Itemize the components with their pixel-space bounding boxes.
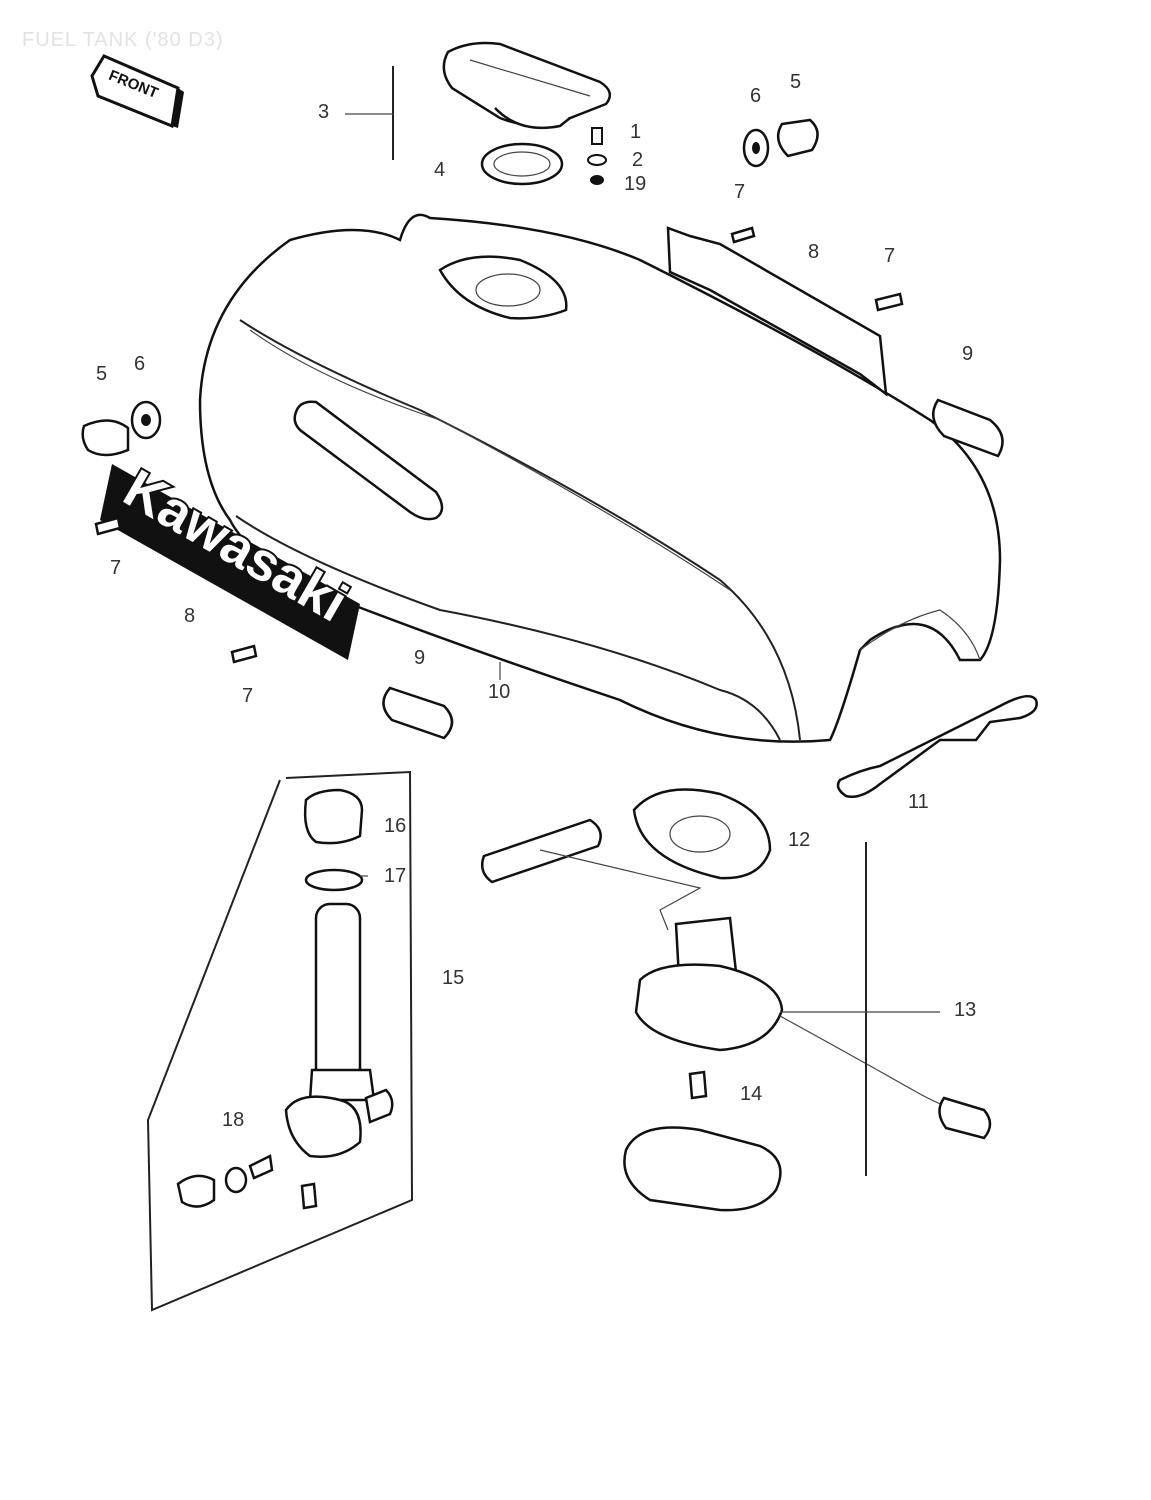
tank-cushion-9-right bbox=[931, 398, 1004, 458]
fuel-cap bbox=[442, 41, 612, 130]
callout-15: 15 bbox=[442, 967, 464, 989]
callout-4: 4 bbox=[434, 159, 445, 181]
callout-5-left: 5 bbox=[96, 363, 107, 385]
callout-10: 10 bbox=[488, 681, 510, 703]
screw-7-left-b bbox=[230, 644, 258, 664]
fuel-cock-assembly bbox=[176, 788, 394, 1210]
fuel-gauge-sender bbox=[481, 788, 992, 1212]
callout-19: 19 bbox=[624, 173, 646, 195]
callout-1: 1 bbox=[630, 121, 641, 143]
cap-gasket bbox=[480, 142, 564, 186]
callout-7-left-a: 7 bbox=[110, 557, 121, 579]
fuel-cock-inset-frame bbox=[146, 770, 414, 1312]
callout-18: 18 bbox=[222, 1109, 244, 1131]
screw-7-upper-b bbox=[874, 292, 904, 312]
tank-cushion-9-lower bbox=[382, 686, 454, 740]
cap-screw-set bbox=[587, 127, 607, 185]
callout-6-upper: 6 bbox=[750, 85, 761, 107]
upper-bracket-strip bbox=[666, 226, 888, 397]
callout-2: 2 bbox=[632, 149, 643, 171]
callout-9-right: 9 bbox=[962, 343, 973, 365]
callout-7-upper-b: 7 bbox=[884, 245, 895, 267]
tank-bracket bbox=[836, 694, 1038, 798]
callout-8-left: 8 bbox=[184, 605, 195, 627]
callout-9-lower: 9 bbox=[414, 647, 425, 669]
callout-7-left-b: 7 bbox=[242, 685, 253, 707]
callout-17: 17 bbox=[384, 865, 406, 887]
collar-5-left bbox=[81, 419, 130, 457]
callout-8-upper: 8 bbox=[808, 241, 819, 263]
callout-13: 13 bbox=[954, 999, 976, 1021]
diagram-title: FUEL TANK ('80 D3) bbox=[22, 29, 224, 51]
callout-7-upper-a: 7 bbox=[734, 181, 745, 203]
callout-6-left: 6 bbox=[134, 353, 145, 375]
screw-7-upper-a bbox=[730, 226, 756, 244]
callout-12: 12 bbox=[788, 829, 810, 851]
collar-5-upper bbox=[776, 118, 819, 158]
fuel-tank-body bbox=[198, 213, 1002, 743]
callout-14: 14 bbox=[740, 1083, 762, 1105]
screw-7-left-a bbox=[94, 516, 122, 536]
callout-3: 3 bbox=[318, 101, 329, 123]
callout-5-upper: 5 bbox=[790, 71, 801, 93]
callout-16: 16 bbox=[384, 815, 406, 837]
callout-11: 11 bbox=[908, 791, 929, 813]
front-direction-sign: FRONT bbox=[90, 54, 184, 129]
